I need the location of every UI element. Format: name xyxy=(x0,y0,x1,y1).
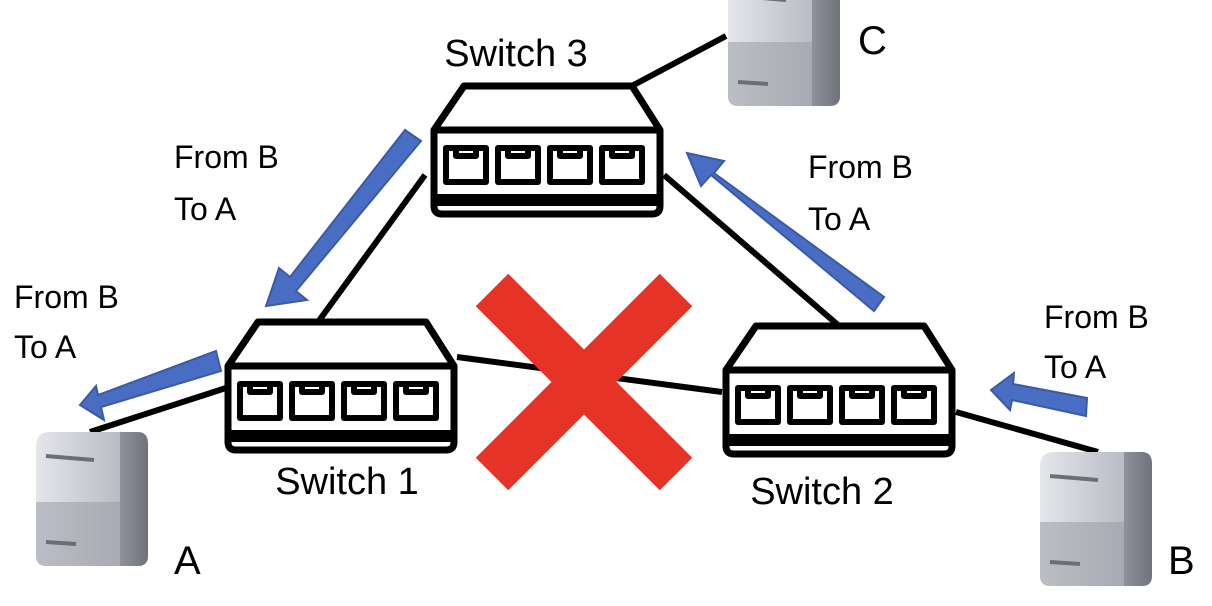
switch-1-icon xyxy=(228,322,454,450)
host-b-label: B xyxy=(1168,539,1195,583)
flow-label-line2: To A xyxy=(174,191,237,227)
blocked-link-x-icon xyxy=(475,273,693,491)
arrow-b-to-s2-icon xyxy=(989,370,1089,418)
host-a-server-icon xyxy=(34,430,150,568)
flow-label-line2: To A xyxy=(14,329,77,365)
link-s3-c xyxy=(626,33,728,91)
flow-label-line1: From B xyxy=(808,149,913,185)
host-c-label: C xyxy=(858,19,887,63)
switch-3-icon xyxy=(434,86,660,214)
host-c-server-icon xyxy=(726,0,842,108)
link-s2-b xyxy=(955,409,1099,455)
link-s3-s2 xyxy=(662,172,840,328)
flow-label-line1: From B xyxy=(174,139,279,175)
flow-label-b-s2: From B To A xyxy=(1044,299,1149,385)
switch-2-label: Switch 2 xyxy=(750,471,894,513)
flow-label-s3-s1: From B To A xyxy=(174,139,279,227)
switch-1-label: Switch 1 xyxy=(275,461,419,503)
switch-3-label: Switch 3 xyxy=(444,33,588,75)
flow-label-s2-s3: From B To A xyxy=(808,149,913,237)
arrow-s3-to-s1-icon xyxy=(264,128,423,308)
flow-label-line2: To A xyxy=(1044,349,1107,385)
flow-label-line1: From B xyxy=(14,279,119,315)
link-a-s1 xyxy=(89,385,227,435)
flow-arrows xyxy=(78,128,1089,423)
link-s3-s1 xyxy=(315,173,428,324)
arrow-s1-to-a-icon xyxy=(78,349,223,423)
flow-label-line2: To A xyxy=(808,201,871,237)
switch-2-icon xyxy=(726,326,952,454)
flow-label-s1-a: From B To A xyxy=(14,279,119,365)
host-a-label: A xyxy=(174,539,201,583)
flow-label-line1: From B xyxy=(1044,299,1149,335)
arrow-s2-to-s3-icon xyxy=(685,151,886,313)
host-b-server-icon xyxy=(1038,450,1154,588)
